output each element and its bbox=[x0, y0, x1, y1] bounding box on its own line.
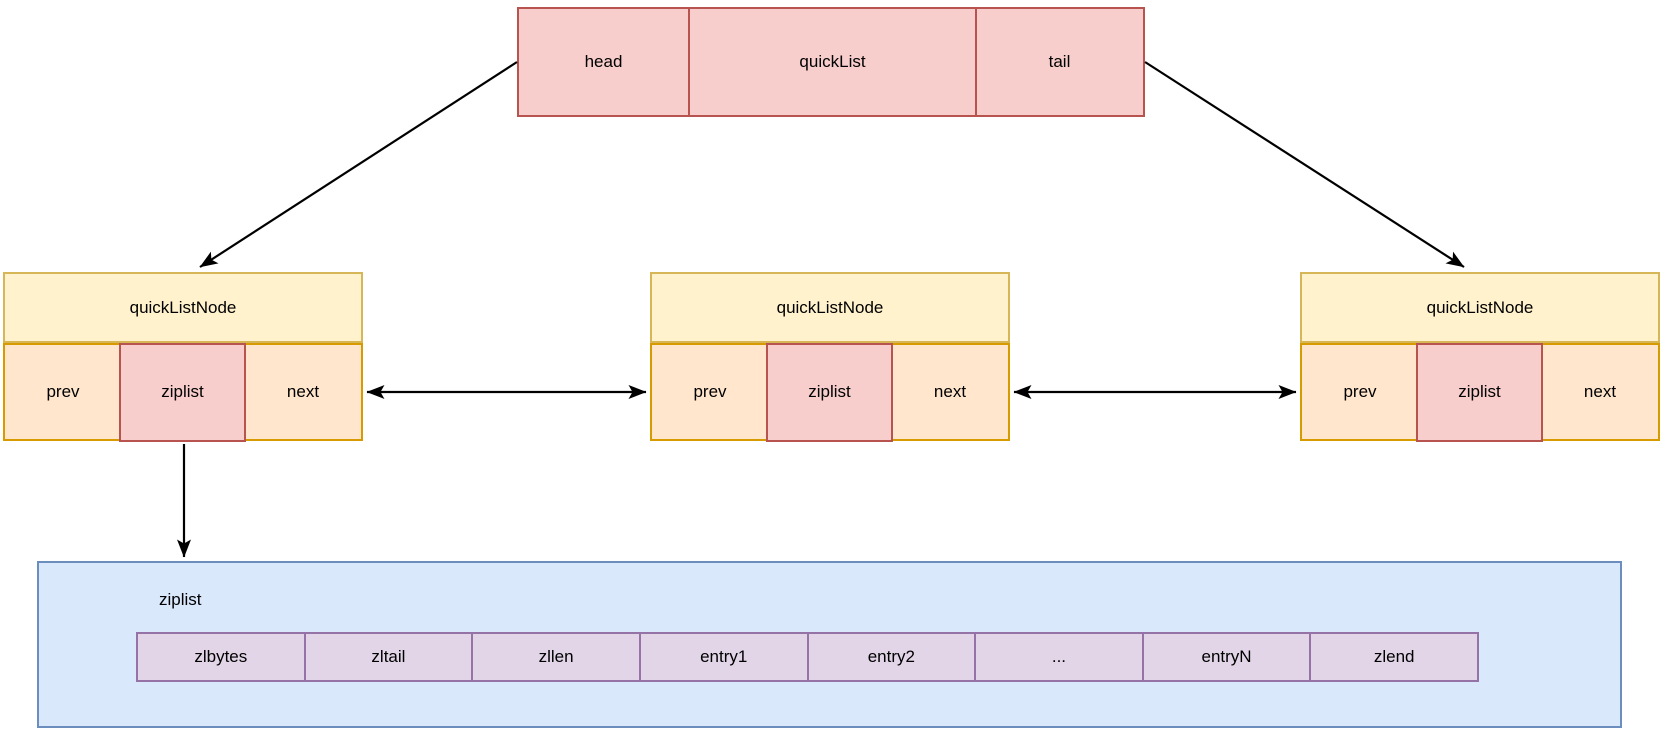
ziplist-box-label: ziplist bbox=[159, 590, 202, 609]
ziplist-cell-zltail: zltail bbox=[303, 632, 474, 682]
ziplist-cell-entry2: entry2 bbox=[806, 632, 977, 682]
quicklistnode-1-next-cell: next bbox=[243, 345, 361, 439]
ziplist-cell-entry1: entry1 bbox=[638, 632, 809, 682]
quicklistnode-3: quickListNode prev ziplist next bbox=[1300, 272, 1660, 442]
quicklistnode-2-body: prev ziplist next bbox=[650, 342, 1010, 442]
quicklistnode-1-body: prev ziplist next bbox=[3, 342, 363, 442]
ziplist-cell-entryN: entryN bbox=[1141, 632, 1312, 682]
quicklistnode-3-ziplist-cell: ziplist bbox=[1416, 342, 1543, 442]
quicklistnode-1: quickListNode prev ziplist next bbox=[3, 272, 363, 442]
quicklistnode-2-title: quickListNode bbox=[650, 272, 1010, 343]
ziplist-cell-zlend: zlend bbox=[1309, 632, 1479, 682]
quicklistnode-3-next-cell: next bbox=[1540, 345, 1658, 439]
ziplist-cell-ellipsis: ... bbox=[974, 632, 1144, 682]
quicklistnode-3-title: quickListNode bbox=[1300, 272, 1660, 343]
ziplist-box: ziplist zlbytes zltail zllen entry1 entr… bbox=[37, 561, 1622, 728]
quicklistnode-1-ziplist-cell: ziplist bbox=[119, 342, 246, 442]
quicklist-tail-cell: tail bbox=[1048, 52, 1071, 71]
quicklistnode-3-body: prev ziplist next bbox=[1300, 342, 1660, 442]
ziplist-cell-zllen: zllen bbox=[471, 632, 641, 682]
quicklist-box: head quickList tail bbox=[517, 7, 1145, 117]
quicklistnode-2-ziplist-cell: ziplist bbox=[766, 342, 893, 442]
arrow-tail-to-node3 bbox=[1144, 61, 1465, 268]
quicklistnode-3-prev-cell: prev bbox=[1302, 345, 1420, 439]
quicklist-head-cell: head bbox=[584, 52, 623, 71]
quicklistnode-2-prev-cell: prev bbox=[652, 345, 770, 439]
quicklistnode-1-title: quickListNode bbox=[3, 272, 363, 343]
ziplist-cell-zlbytes: zlbytes bbox=[136, 632, 306, 682]
quicklistnode-1-prev-cell: prev bbox=[5, 345, 123, 439]
arrow-head-to-node1 bbox=[199, 61, 518, 268]
quicklist-title-cell: quickList bbox=[688, 9, 977, 115]
ziplist-row: zlbytes zltail zllen entry1 entry2 ... e… bbox=[136, 632, 1479, 682]
quicklistnode-2: quickListNode prev ziplist next bbox=[650, 272, 1010, 442]
quicklistnode-2-next-cell: next bbox=[890, 345, 1008, 439]
